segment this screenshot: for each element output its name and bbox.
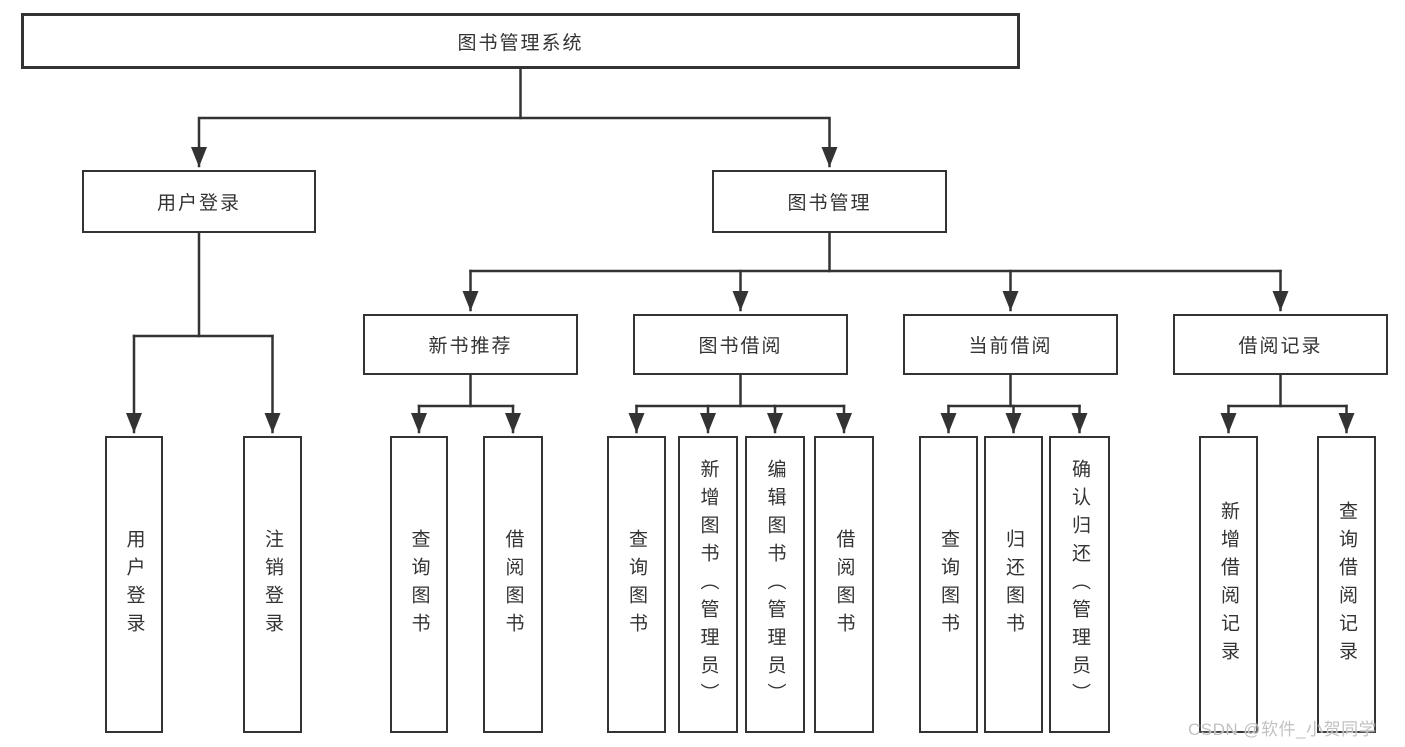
node-label: 注销登录 (262, 528, 283, 641)
node-label: 借阅图书 (833, 528, 855, 641)
node-label: 用户登录 (156, 193, 241, 214)
leaf-borrow-books-recommend: 借阅图书 (483, 436, 543, 733)
node-label: 借阅图书 (502, 528, 524, 641)
node-label: 图书管理系统 (457, 32, 584, 54)
leaf-query-books-borrowing: 查询图书 (607, 436, 666, 733)
node-library-management-system: 图书管理系统 (21, 13, 1020, 69)
leaf-user-login: 用户登录 (105, 436, 163, 733)
node-user-login: 用户登录 (82, 170, 316, 233)
node-label: 查询图书 (408, 528, 430, 641)
node-label: 图书借阅 (698, 336, 783, 357)
leaf-edit-books-admin: 编辑图书（管理员） (745, 436, 805, 733)
leaf-query-books-recommend: 查询图书 (390, 436, 448, 733)
leaf-add-borrow-record: 新增借阅记录 (1199, 436, 1258, 733)
csdn-watermark: CSDN @软件_小贺同学 (1188, 720, 1377, 739)
node-label: 用户登录 (123, 528, 145, 641)
leaf-borrow-books: 借阅图书 (814, 436, 874, 733)
leaf-query-borrow-record: 查询借阅记录 (1317, 436, 1376, 733)
node-book-management: 图书管理 (712, 170, 947, 233)
node-label: 借阅记录 (1238, 336, 1323, 357)
leaf-return-books: 归还图书 (984, 436, 1043, 733)
node-new-book-recommendation: 新书推荐 (363, 314, 578, 375)
node-book-borrowing: 图书借阅 (633, 314, 848, 375)
node-label: 图书管理 (787, 193, 872, 214)
node-label: 查询图书 (626, 528, 647, 641)
node-label: 查询图书 (938, 528, 959, 641)
node-label: 当前借阅 (968, 336, 1053, 357)
leaf-logout: 注销登录 (243, 436, 302, 733)
node-label: 新增借阅记录 (1218, 500, 1239, 669)
node-current-borrowing: 当前借阅 (903, 314, 1118, 375)
leaf-query-books-current: 查询图书 (919, 436, 978, 733)
node-label: 新书推荐 (428, 336, 513, 357)
node-borrowing-records: 借阅记录 (1173, 314, 1388, 375)
node-label: 确认归还（管理员） (1069, 458, 1090, 711)
node-label: 编辑图书（管理员） (764, 458, 786, 711)
node-label: 查询借阅记录 (1336, 500, 1357, 669)
leaf-confirm-return-admin: 确认归还（管理员） (1049, 436, 1110, 733)
node-label: 新增图书（管理员） (697, 458, 719, 711)
leaf-add-books-admin: 新增图书（管理员） (678, 436, 738, 733)
node-label: 归还图书 (1003, 528, 1024, 641)
